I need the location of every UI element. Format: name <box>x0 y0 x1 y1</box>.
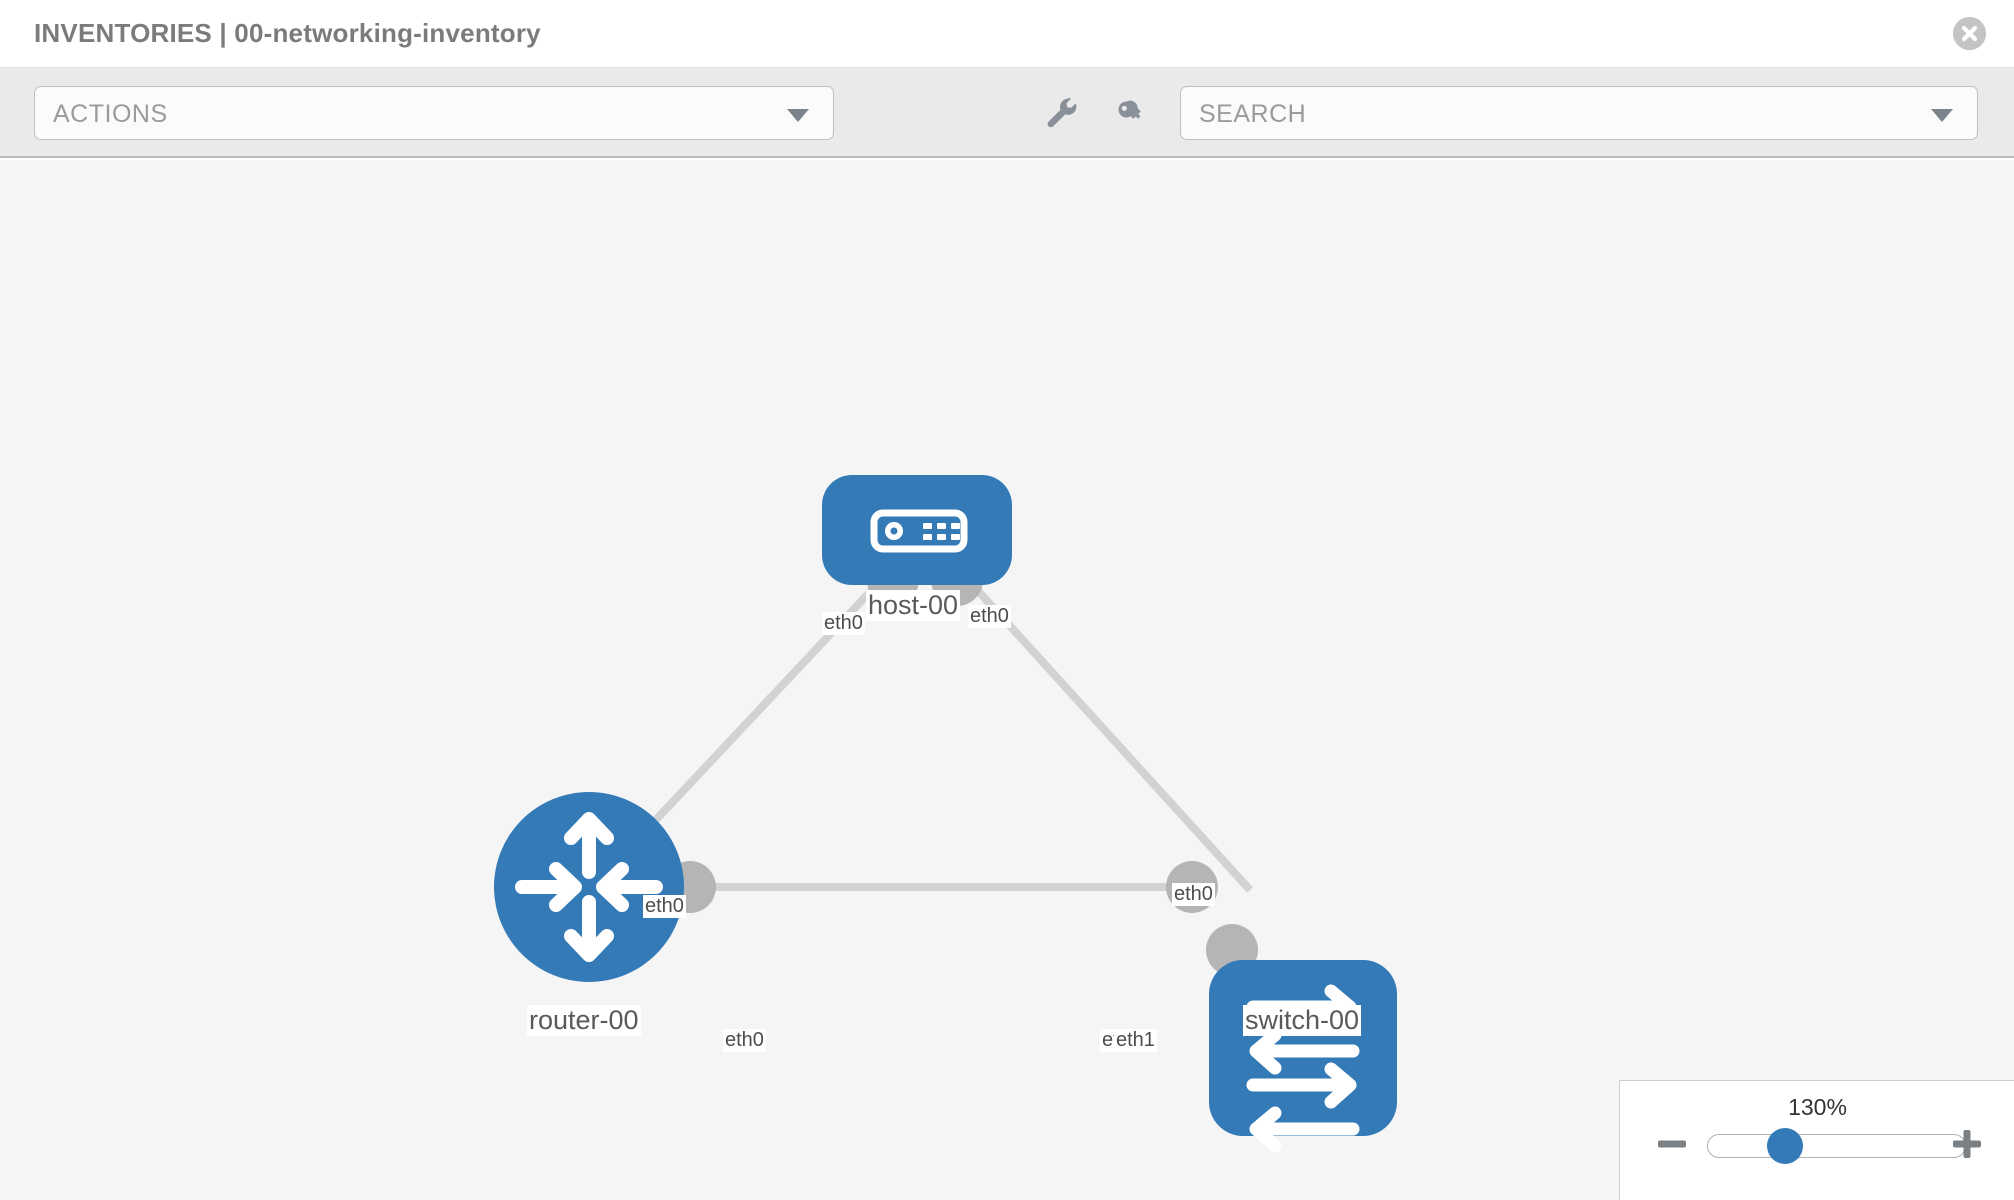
node-switch-00 <box>1209 960 1397 1153</box>
server-vent-dots <box>923 523 960 540</box>
zoom-slider[interactable] <box>1707 1134 1966 1158</box>
wrench-icon[interactable] <box>1034 86 1088 140</box>
minus-icon[interactable] <box>1655 1127 1689 1161</box>
zoom-control-panel: 130% <box>1619 1080 2014 1200</box>
page-header: INVENTORIES | 00-networking-inventory <box>0 0 2014 68</box>
plus-icon[interactable] <box>1950 1127 1984 1161</box>
node-host-00 <box>822 475 1012 585</box>
search-input[interactable]: SEARCH <box>1180 86 1978 140</box>
zoom-level-label: 130% <box>1788 1094 1847 1120</box>
node-label-switch-00[interactable]: switch-00 <box>1243 1005 1362 1036</box>
iface-label-router-up[interactable]: eth0 <box>643 895 686 918</box>
key-icon[interactable] <box>1104 86 1158 140</box>
server-appliance-icon <box>870 509 968 553</box>
router-arrows-icon <box>515 812 663 962</box>
toolbar: ACTIONS SEARCH <box>0 68 2014 158</box>
iface-label-switch-left[interactable]: eth1 <box>1114 1029 1157 1052</box>
close-icon[interactable] <box>1953 17 1986 50</box>
search-placeholder: SEARCH <box>1199 100 1307 128</box>
zoom-slider-thumb[interactable] <box>1767 1128 1803 1164</box>
iface-label-host-left[interactable]: eth0 <box>822 612 865 635</box>
iface-label-switch-up[interactable]: eth0 <box>1172 883 1215 906</box>
chevron-down-icon[interactable] <box>1931 109 1953 122</box>
actions-dropdown[interactable]: ACTIONS <box>34 86 834 140</box>
iface-label-router-right[interactable]: eth0 <box>723 1029 766 1052</box>
node-label-router-00[interactable]: router-00 <box>527 1005 641 1036</box>
node-label-host-00[interactable]: host-00 <box>866 590 961 621</box>
page-title: INVENTORIES | 00-networking-inventory <box>34 18 541 48</box>
node-router-00 <box>494 792 684 982</box>
topology-canvas[interactable]: host-00 router-00 switch-00 eth0 eth0 et… <box>0 160 2014 1200</box>
topology-graph <box>494 475 1397 1153</box>
chevron-down-icon <box>787 109 809 122</box>
connector-layer <box>664 554 1258 976</box>
actions-dropdown-label: ACTIONS <box>53 100 168 128</box>
iface-label-host-right[interactable]: eth0 <box>968 605 1011 628</box>
